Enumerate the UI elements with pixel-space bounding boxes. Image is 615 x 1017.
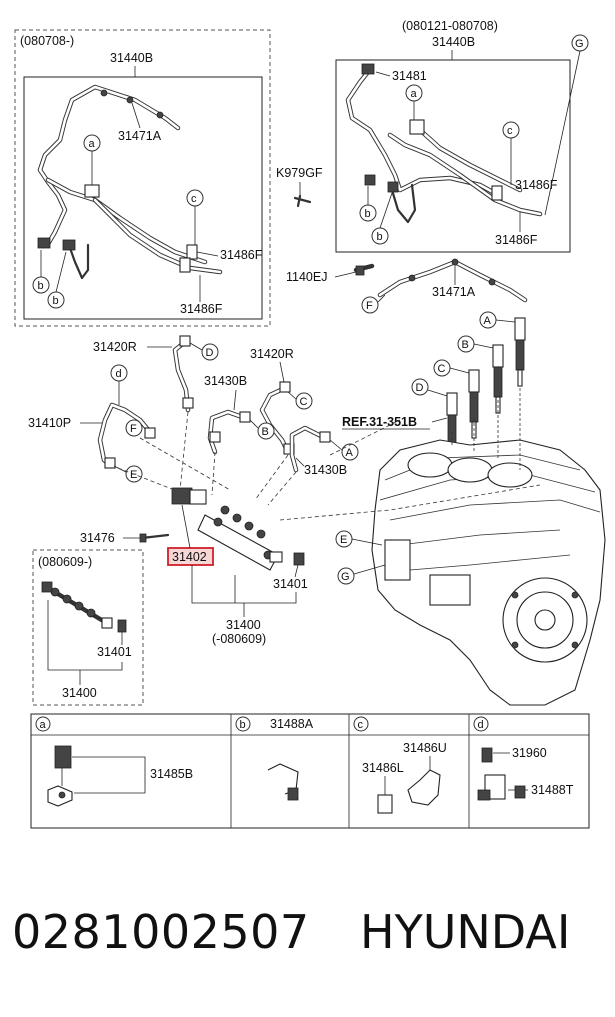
callout-D-label: D xyxy=(206,347,214,359)
part-label-31481: 31481 xyxy=(392,69,427,83)
part-label-31400: 31400 xyxy=(62,686,97,700)
part-label-31430B: 31430B xyxy=(304,463,347,477)
callout-B-label: B xyxy=(462,339,469,351)
high-pressure-pipes: 31420R D 31420R C 31430B B A 31430B xyxy=(28,335,541,521)
callout-b-label-2: b xyxy=(377,231,383,243)
part-label-31960: 31960 xyxy=(512,746,547,760)
bottom-left-rail-box: (080609-) 31401 31400 xyxy=(32,549,144,706)
legend-table: a b c d 31485B 31488A 31486U 31486L 3196… xyxy=(30,713,590,829)
part-label-31401: 31401 xyxy=(97,645,132,659)
part-label-31420R: 31420R xyxy=(93,340,137,354)
callout-D xyxy=(411,378,429,396)
part-label-31402: 31402 xyxy=(172,550,207,564)
injectors: A B C D xyxy=(411,311,526,462)
callout-b-label: b xyxy=(38,280,44,292)
part-label-31486F: 31486F xyxy=(515,178,558,192)
part-label-31485B: 31485B xyxy=(150,767,193,781)
part-label-31471A: 31471A xyxy=(118,129,162,143)
part-label-31486F: 31486F xyxy=(180,302,223,316)
date-range-label: (080609-) xyxy=(38,555,92,569)
callout-a-label: a xyxy=(411,88,418,100)
callout-A-label: A xyxy=(484,315,492,327)
part-number: 0281002507 xyxy=(12,905,310,959)
callout-F xyxy=(125,419,143,437)
callout-F-label: F xyxy=(366,300,373,312)
part-label-31486F: 31486F xyxy=(495,233,538,247)
assembly-date-label: (-080609) xyxy=(212,632,266,646)
part-label-31488T: 31488T xyxy=(531,783,574,797)
callout-D xyxy=(201,343,219,361)
part-label-31430B: 31430B xyxy=(204,374,247,388)
callout-b-label: b xyxy=(365,208,371,220)
part-label-31440B: 31440B xyxy=(432,35,475,49)
table-header-c: c xyxy=(358,719,364,731)
date-range-label: (080121-080708) xyxy=(402,19,498,33)
table-header-d: d xyxy=(478,719,484,731)
callout-G-label: G xyxy=(341,571,350,583)
callout-B xyxy=(257,422,275,440)
table-header-a: a xyxy=(40,719,47,731)
parts-diagram: .dash { fill:none; stroke:#555; stroke-w… xyxy=(14,19,606,829)
callout-G xyxy=(337,567,355,585)
part-label-1140EJ: 1140EJ xyxy=(286,270,327,284)
engine-block xyxy=(371,388,606,706)
callout-E-label: E xyxy=(340,534,347,546)
callout-C xyxy=(295,392,313,410)
callout-C-label: C xyxy=(300,396,308,408)
part-label-31401: 31401 xyxy=(273,577,308,591)
top-right-return-hose-box: (080121-080708) 31440B 31481 a c b b 314… xyxy=(335,19,571,253)
part-label-31488A: 31488A xyxy=(270,717,314,731)
callout-F-label: F xyxy=(130,423,137,435)
callout-D-label: D xyxy=(416,382,424,394)
callout-F xyxy=(361,296,379,314)
part-label-31486U: 31486U xyxy=(403,741,447,755)
callout-c-label: c xyxy=(191,193,197,205)
callout-G-label: G xyxy=(575,38,584,50)
part-label-31486L: 31486L xyxy=(362,761,404,775)
top-left-return-hose-box: (080708-) 31440B 31471A a c b b 31486 xyxy=(14,29,271,327)
footer: 0281002507 HYUNDAI xyxy=(0,905,615,975)
callout-d-label: d xyxy=(116,368,122,380)
part-label-31410P: 31410P xyxy=(28,416,71,430)
callout-A-label: A xyxy=(346,447,354,459)
highlighted-part-31402[interactable] xyxy=(167,547,214,566)
reference-label: REF.31-351B xyxy=(342,415,417,429)
table-header-b: b xyxy=(240,719,246,731)
part-label-31440B: 31440B xyxy=(110,51,153,65)
brand-name: HYUNDAI xyxy=(360,905,571,959)
callout-E-label: E xyxy=(130,469,137,481)
part-label-31471A: 31471A xyxy=(432,285,476,299)
callout-b-label-2: b xyxy=(53,295,59,307)
callout-B-label: B xyxy=(262,426,269,438)
part-label-31486F: 31486F xyxy=(220,248,263,262)
callout-A xyxy=(341,443,359,461)
callout-C-label: C xyxy=(438,363,446,375)
callout-c-label: c xyxy=(507,125,513,137)
callout-a-label: a xyxy=(89,138,96,150)
part-label-31420R: 31420R xyxy=(250,347,294,361)
part-label-31400: 31400 xyxy=(226,618,261,632)
date-range-label: (080708-) xyxy=(20,34,74,48)
part-label-31476: 31476 xyxy=(80,531,115,545)
common-rail-assembly: 31476 31402 31401 31400 (-080609) xyxy=(80,487,308,646)
part-label-K979GF: K979GF xyxy=(276,166,323,180)
